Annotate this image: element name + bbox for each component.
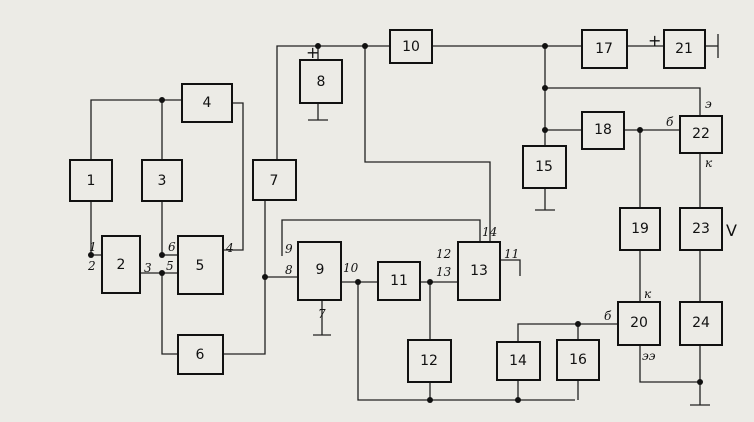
pin-b13-11: 11 xyxy=(504,247,519,261)
svg-text:3: 3 xyxy=(158,173,167,189)
block-16: 16 xyxy=(556,339,600,381)
svg-text:22: 22 xyxy=(692,126,710,142)
svg-text:16: 16 xyxy=(569,352,587,368)
svg-text:5: 5 xyxy=(196,258,205,274)
pin-b13-13: 13 xyxy=(436,265,452,279)
pin-b2-2: 2 xyxy=(87,259,96,273)
svg-text:12: 12 xyxy=(420,353,438,369)
block-24: 24 xyxy=(679,301,723,346)
svg-text:15: 15 xyxy=(535,159,553,175)
plus-sign-8: + xyxy=(306,43,319,62)
pin-b2-1: 1 xyxy=(89,240,97,254)
pin-b20-k: к xyxy=(644,287,652,301)
svg-text:11: 11 xyxy=(390,273,408,289)
block-11: 11 xyxy=(377,261,421,301)
svg-text:20: 20 xyxy=(630,315,648,331)
svg-text:6: 6 xyxy=(196,347,205,363)
pin-b13-14: 14 xyxy=(482,225,497,239)
pin-b13-12: 12 xyxy=(436,247,451,261)
svg-text:1: 1 xyxy=(87,173,96,189)
block-17: 17 xyxy=(581,29,628,69)
block-4: 4 xyxy=(181,83,233,123)
pin-labels: 1 2 3 6 5 4 9 8 10 7 12 13 14 11 э б к к… xyxy=(87,97,713,363)
pin-b9-10: 10 xyxy=(343,261,359,275)
svg-text:19: 19 xyxy=(631,221,649,237)
pin-b20-b: б xyxy=(604,309,612,323)
svg-text:4: 4 xyxy=(203,95,212,111)
pin-b5-6: 6 xyxy=(168,240,176,254)
svg-text:17: 17 xyxy=(595,41,613,57)
svg-text:9: 9 xyxy=(316,262,325,278)
plus-sign-21: + xyxy=(648,31,661,50)
block-23: 23 xyxy=(679,207,723,251)
block-22: 22 xyxy=(679,115,723,154)
svg-text:7: 7 xyxy=(270,173,279,189)
pin-b9-7: 7 xyxy=(318,307,326,321)
junctions xyxy=(88,43,703,403)
block-20: 20 xyxy=(617,301,661,346)
svg-text:8: 8 xyxy=(317,74,326,90)
pin-b5-5: 5 xyxy=(166,259,174,273)
block-21: 21 xyxy=(663,29,706,69)
pin-b9-8: 8 xyxy=(285,263,293,277)
svg-text:23: 23 xyxy=(692,221,710,237)
block-13: 13 xyxy=(457,241,501,301)
svg-text:10: 10 xyxy=(402,39,420,55)
block-9: 9 xyxy=(297,241,342,301)
pin-b2-3: 3 xyxy=(144,261,152,275)
svg-text:2: 2 xyxy=(117,257,126,273)
block-6: 6 xyxy=(177,334,224,375)
v-label-23: V xyxy=(726,221,737,240)
svg-text:24: 24 xyxy=(692,315,710,331)
block-15: 15 xyxy=(522,145,567,189)
pin-b22-e: э xyxy=(705,97,712,111)
block-3: 3 xyxy=(141,159,183,202)
pin-b5-4: 4 xyxy=(225,241,234,255)
block-10: 10 xyxy=(389,29,433,64)
block-1: 1 xyxy=(69,159,113,202)
block-14: 14 xyxy=(496,341,541,381)
pin-b22-k: к xyxy=(705,156,713,170)
block-2: 2 xyxy=(101,235,141,294)
block-5: 5 xyxy=(177,235,224,295)
wires xyxy=(90,34,719,406)
pin-b22-b: б xyxy=(666,115,674,129)
block-7: 7 xyxy=(252,159,297,201)
block-18: 18 xyxy=(581,111,625,150)
svg-text:14: 14 xyxy=(509,353,527,369)
block-12: 12 xyxy=(407,339,452,383)
block-8: 8 xyxy=(299,59,343,104)
svg-text:21: 21 xyxy=(675,41,693,57)
svg-text:18: 18 xyxy=(594,122,612,138)
pin-b20-ee: ээ xyxy=(642,349,656,363)
block-19: 19 xyxy=(619,207,661,251)
pin-b9-9: 9 xyxy=(285,242,293,256)
svg-text:13: 13 xyxy=(470,263,488,279)
